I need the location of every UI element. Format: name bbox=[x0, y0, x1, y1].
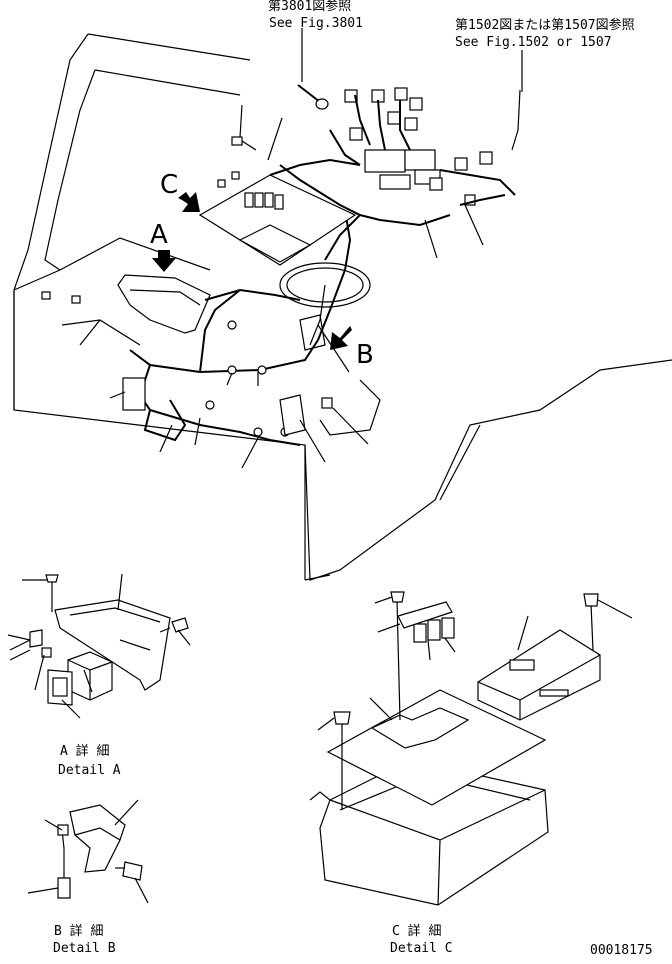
view-arrow-b bbox=[330, 326, 352, 350]
detail-c-title-en: Detail C bbox=[390, 941, 453, 956]
ref-fig-3801-en: See Fig.3801 bbox=[269, 16, 363, 31]
bracket-b bbox=[279, 394, 306, 436]
cab-outline bbox=[13, 33, 672, 581]
connector bbox=[41, 291, 51, 300]
view-label-b: B bbox=[356, 340, 374, 370]
view-arrow-a bbox=[152, 250, 176, 272]
ref-fig-1502-jp: 第1502図または第1507図参照 bbox=[455, 18, 635, 33]
bracket bbox=[61, 319, 141, 346]
detail-a-title-jp: A 詳 細 bbox=[60, 744, 110, 759]
view-label-a: A bbox=[150, 220, 168, 250]
view-label-c: C bbox=[160, 170, 179, 200]
harness-clamps bbox=[205, 320, 290, 437]
steering-wheel bbox=[279, 262, 371, 351]
ref-fig-3801-jp: 第3801図参照 bbox=[268, 0, 352, 14]
controller-plate bbox=[198, 171, 357, 266]
view-arrow-c bbox=[178, 192, 200, 212]
meter-hood bbox=[117, 274, 211, 334]
detail-b-title-en: Detail B bbox=[53, 941, 116, 956]
bracket-plate bbox=[122, 377, 146, 411]
connector bbox=[71, 295, 81, 304]
connector bbox=[321, 397, 333, 409]
ref-fig-1502-en: See Fig.1502 or 1507 bbox=[455, 35, 612, 50]
detail-b-drawing bbox=[27, 799, 149, 904]
detail-c-title-jp: C 詳 細 bbox=[392, 924, 442, 939]
bolt bbox=[231, 136, 257, 151]
detail-b-title-jp: B 詳 細 bbox=[54, 924, 104, 939]
connector-cluster bbox=[344, 87, 521, 206]
detail-c-drawing bbox=[309, 591, 633, 906]
grommet bbox=[315, 98, 329, 110]
detail-a-drawing bbox=[7, 573, 191, 719]
leader-lines bbox=[79, 28, 523, 469]
drawing-number: 00018175 bbox=[590, 943, 653, 958]
cable bbox=[297, 84, 321, 103]
detail-a-title-en: Detail A bbox=[58, 763, 121, 778]
